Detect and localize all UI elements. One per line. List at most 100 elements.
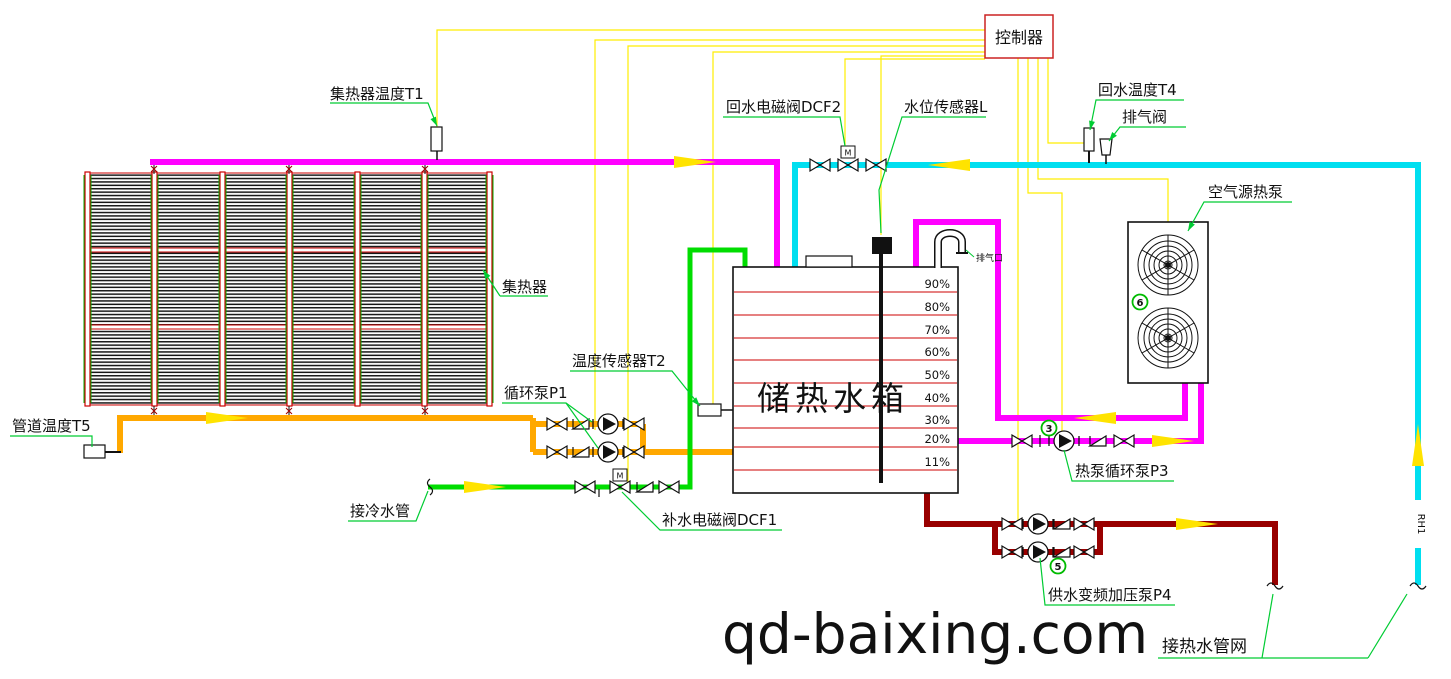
- valve-icon: [1001, 517, 1023, 531]
- vent-port-leader: [965, 249, 975, 258]
- pump-icon: [592, 413, 624, 435]
- pipe-tank-to-heatpump: [958, 383, 1204, 444]
- valve-icon: [546, 417, 568, 431]
- level-label: 30%: [924, 413, 950, 427]
- air-release-valve: [1099, 138, 1113, 164]
- heat-pump-badge: 6: [1131, 293, 1149, 311]
- air-source-heat-pump: 6: [1127, 221, 1209, 384]
- break-icon: [1409, 582, 1427, 590]
- p3-badge-number: 3: [1046, 424, 1053, 435]
- wire-t4: [1047, 58, 1084, 144]
- level-label: 80%: [924, 300, 950, 314]
- arrow-left-icon: [1074, 412, 1116, 424]
- fan-icon: [1137, 307, 1199, 369]
- tank-title: 储热水箱: [757, 379, 909, 418]
- p3-pump-group: 3: [1011, 419, 1135, 452]
- pump-icon: [1022, 541, 1054, 563]
- p4-badge-number: 5: [1055, 562, 1062, 573]
- pump-icon: [592, 441, 624, 463]
- storage-tank: 90% 80% 70% 60% 50% 40% 30% 20% 11% 储热水箱…: [697, 229, 1003, 494]
- valve-icon: [1073, 517, 1095, 531]
- wire-p3: [1027, 58, 1063, 436]
- t5-sensor: [83, 444, 121, 459]
- level-label: 90%: [924, 277, 950, 291]
- wire-level-sensor: [880, 55, 985, 235]
- arrow-right-icon: [464, 481, 506, 493]
- valve-icon: [546, 445, 568, 459]
- watermark: qd-baixing.com: [722, 602, 1148, 666]
- arrow-right-icon: [206, 412, 248, 424]
- p4-badge: [1049, 557, 1067, 575]
- solenoid-m-label: M: [617, 472, 624, 481]
- fan-icon: [1137, 234, 1199, 296]
- arrow-right-icon: [674, 156, 716, 168]
- collector-manifold: [84, 171, 91, 407]
- pump-icon: [1022, 513, 1054, 535]
- valve-icon: [658, 480, 680, 494]
- p3-badge: [1040, 419, 1058, 437]
- collector-manifold: [354, 171, 361, 407]
- pipe-return-water: [792, 162, 1421, 585]
- t1-sensor: [430, 126, 443, 160]
- level-sensor-head: [872, 237, 892, 254]
- collector-manifold: [219, 171, 226, 407]
- p4-pump-group: 5: [1001, 513, 1095, 575]
- vent-port-label: 排气口: [976, 252, 1003, 264]
- heat-pump-label: 空气源热泵: [1208, 183, 1283, 201]
- controller-wiring: [436, 29, 1169, 520]
- collector-manifold: [286, 171, 293, 407]
- p4-label: 供水变频加压泵P4: [1048, 586, 1172, 604]
- dcf1-label: 补水电磁阀DCF1: [662, 511, 777, 529]
- level-sensor-label: 水位传感器L: [904, 98, 988, 116]
- solenoid-valve-icon: [837, 158, 859, 172]
- valve-icon: [623, 445, 645, 459]
- level-label: 70%: [924, 323, 950, 337]
- svg-text:RH1: RH1: [1415, 514, 1426, 535]
- level-label: 40%: [924, 391, 950, 405]
- dcf2-valve-group: M: [809, 145, 887, 172]
- pipe-cold-water: [428, 247, 748, 490]
- dcf2-label: 回水电磁阀DCF2: [726, 98, 841, 116]
- water-level-sensor: [872, 237, 892, 483]
- level-label: 50%: [924, 368, 950, 382]
- solar-collector-array: [83, 165, 494, 416]
- wire-t2: [712, 51, 985, 404]
- tank-level-lines: [734, 291, 957, 471]
- wire-t1: [436, 29, 985, 130]
- p3-label: 热泵循环泵P3: [1075, 462, 1169, 480]
- tank-vent-pipe: 排气口: [934, 229, 1003, 268]
- dcf1-valve-group: M: [574, 468, 680, 497]
- flow-arrows: [206, 156, 1424, 530]
- collector-manifold: [151, 171, 158, 407]
- pipe-breaks: [426, 478, 1427, 590]
- valve-icon: [1073, 545, 1095, 559]
- t1-label: 集热器温度T1: [330, 85, 424, 103]
- wire-dcf1: [627, 45, 985, 485]
- tank-body: [732, 266, 959, 494]
- wire-dcf2: [844, 58, 985, 148]
- wire-heat-pump: [1037, 58, 1169, 222]
- controller-label: 控制器: [995, 28, 1043, 47]
- valve-icon: [865, 158, 887, 172]
- tank-level-labels: 90% 80% 70% 60% 50% 40% 30% 20% 11%: [924, 277, 950, 469]
- controller-box: 控制器: [984, 14, 1054, 59]
- arrow-up-icon: [1412, 424, 1424, 466]
- hot-water-network-label: 接热水管网: [1162, 637, 1247, 657]
- solenoid-valve-icon: [609, 480, 631, 494]
- collector-connectors: [150, 165, 429, 416]
- valve-icon: [1011, 434, 1033, 448]
- arrow-right-icon: [1176, 518, 1218, 530]
- pipe-collector-to-tank: [150, 159, 780, 267]
- arrow-left-icon: [928, 159, 970, 171]
- valve-icon: [574, 480, 596, 494]
- t4-label: 回水温度T4: [1098, 81, 1177, 99]
- collector-manifold: [486, 171, 493, 407]
- svg-text:6: 6: [1137, 298, 1144, 309]
- pipe-collector-bottom-header: [117, 415, 533, 453]
- valve-icon: [809, 158, 831, 172]
- collector-label: 集热器: [502, 278, 547, 296]
- vent-valve-label: 排气阀: [1122, 108, 1167, 126]
- p1-label: 循环泵P1: [504, 384, 568, 402]
